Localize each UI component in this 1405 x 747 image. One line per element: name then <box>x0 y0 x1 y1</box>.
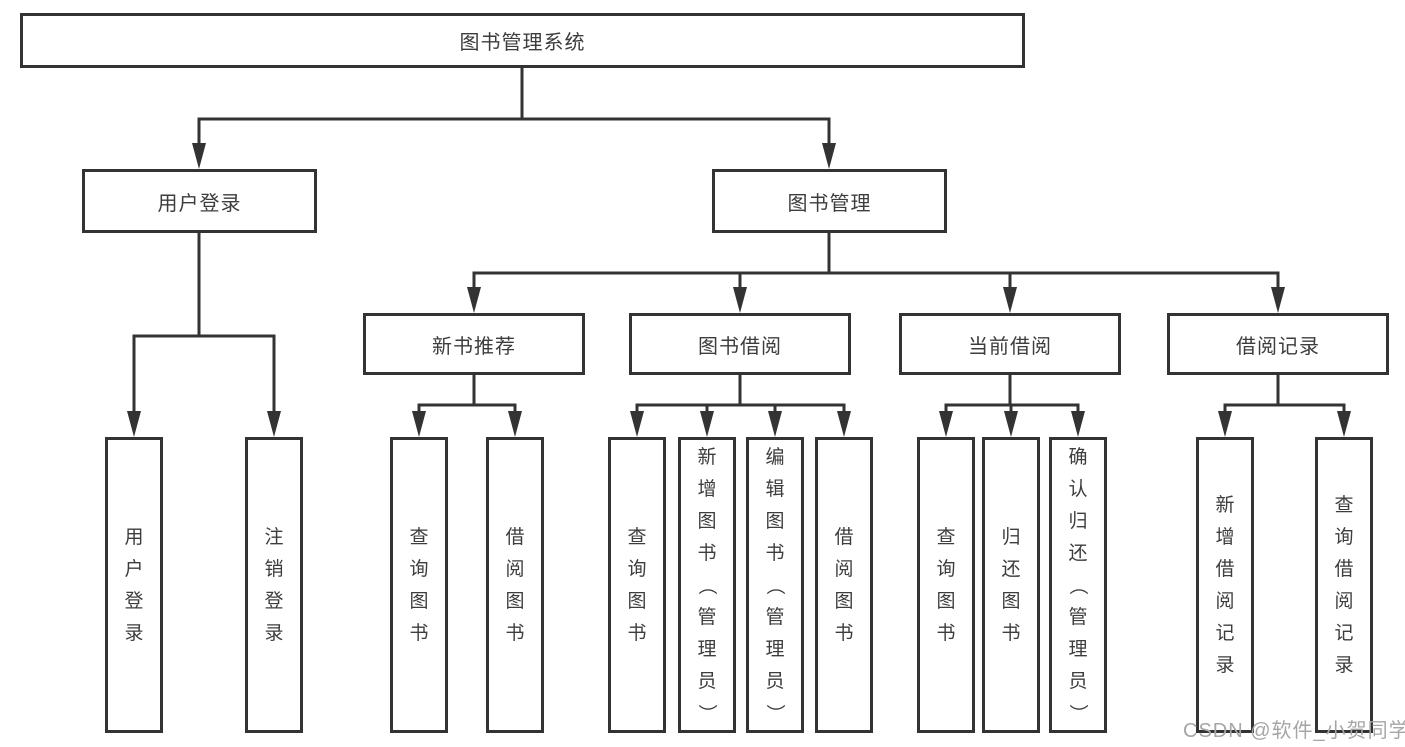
leaf-label: 借阅图书 <box>505 526 525 644</box>
root-label: 图书管理系统 <box>459 32 586 54</box>
connector-book-borrow-to-leaves <box>635 375 846 413</box>
node-borrow-records: 借阅记录 <box>1167 313 1389 375</box>
arrowheads <box>127 143 1351 437</box>
connector-book-management-to-level3 <box>472 233 1280 290</box>
connector-borrow-records-to-leaves <box>1223 375 1346 413</box>
node-book-management: 图书管理 <box>712 169 947 233</box>
leaf-label: 查询图书 <box>936 526 956 644</box>
leaf-label: 归还图书 <box>1001 526 1021 644</box>
node-label: 用户登录 <box>157 192 242 215</box>
node-new-book-recommend: 新书推荐 <box>363 313 585 375</box>
leaf-label: 编辑图书（管理员） <box>764 446 786 723</box>
node-label: 新书推荐 <box>432 335 516 358</box>
leaf-label: 新增借阅记录 <box>1215 494 1235 676</box>
connector-current-borrow-to-leaves <box>944 375 1080 413</box>
node-label: 图书管理 <box>787 192 872 215</box>
leaf-edit-books-admin: 编辑图书（管理员） <box>746 437 804 733</box>
leaf-query-borrow-record: 查询借阅记录 <box>1315 437 1373 733</box>
connector-root-to-level2 <box>197 68 831 145</box>
leaf-query-books-current: 查询图书 <box>917 437 975 733</box>
leaf-label: 注销登录 <box>264 526 284 644</box>
node-user-login: 用户登录 <box>82 169 317 233</box>
node-label: 借阅记录 <box>1236 335 1320 358</box>
leaf-label: 查询图书 <box>409 526 429 644</box>
node-root-system: 图书管理系统 <box>20 13 1025 68</box>
leaf-label: 用户登录 <box>124 526 144 644</box>
leaf-label: 新增图书（管理员） <box>696 446 718 723</box>
leaf-label: 查询借阅记录 <box>1334 494 1354 676</box>
node-current-borrow: 当前借阅 <box>899 313 1121 375</box>
connector-user-login-to-leaves <box>132 233 276 413</box>
node-label: 当前借阅 <box>968 335 1052 358</box>
node-label: 图书借阅 <box>698 335 782 358</box>
csdn-watermark: CSDN @软件_小贺同学 <box>1183 720 1405 742</box>
leaf-label: 查询图书 <box>627 526 647 644</box>
leaf-label: 借阅图书 <box>834 526 854 644</box>
leaf-add-borrow-record: 新增借阅记录 <box>1196 437 1254 733</box>
leaf-label: 确认归还（管理员） <box>1067 446 1089 723</box>
node-book-borrow: 图书借阅 <box>629 313 851 375</box>
leaf-query-books-borrow: 查询图书 <box>608 437 666 733</box>
leaf-user-login: 用户登录 <box>105 437 163 733</box>
leaf-return-books: 归还图书 <box>982 437 1040 733</box>
connector-new-book-recommend-to-leaves <box>417 375 517 413</box>
leaf-borrow-books: 借阅图书 <box>815 437 873 733</box>
leaf-add-books-admin: 新增图书（管理员） <box>678 437 736 733</box>
leaf-logout: 注销登录 <box>245 437 303 733</box>
leaf-borrow-books-recommend: 借阅图书 <box>486 437 544 733</box>
leaf-query-books-recommend: 查询图书 <box>390 437 448 733</box>
leaf-confirm-return-admin: 确认归还（管理员） <box>1049 437 1107 733</box>
